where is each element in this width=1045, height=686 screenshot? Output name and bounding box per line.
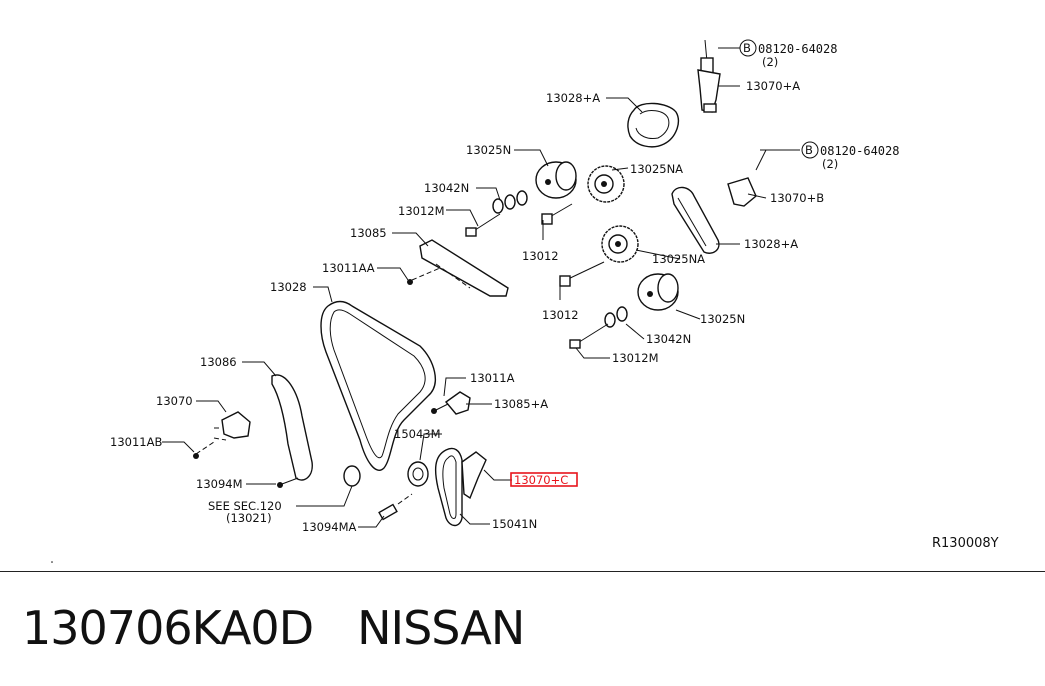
tensioner-13070-part <box>193 411 251 459</box>
callout-13012m-upper: 13012M <box>398 204 445 218</box>
callout-13070a: 13070+A <box>746 79 800 93</box>
callout-13070b: 13070+B <box>770 191 824 205</box>
sprocket-13025n-upper-part <box>535 161 577 199</box>
callout-13070c-highlighted[interactable]: 13070+C <box>514 473 568 487</box>
chain-guide-13086-part <box>271 374 313 481</box>
bolt-ref-qty: (2) <box>762 55 778 69</box>
callout-13025n-upper: 13025N <box>466 143 511 157</box>
diagram-code: R130008Y <box>932 536 999 551</box>
tensioner-13070c-part <box>461 451 487 500</box>
selected-part-highlight <box>510 472 578 487</box>
callout-13042n-upper: 13042N <box>424 181 469 195</box>
callout-13028: 13028 <box>270 280 307 294</box>
callout-13086: 13086 <box>200 355 237 369</box>
callout-see-sec-120: SEE SEC.120 <box>208 499 282 513</box>
callout-13012-lower: 13012 <box>542 308 579 322</box>
bolt-ref-qty: (2) <box>822 157 838 171</box>
callout-13085a: 13085+A <box>494 397 548 411</box>
callout-15043m: 15043M <box>394 427 441 441</box>
callout-13094ma: 13094MA <box>302 520 357 534</box>
callout-13025na-lower: 13025NA <box>652 252 705 266</box>
brand-name: NISSAN <box>357 601 525 655</box>
bolt-ref-part-number: 08120-64028 <box>820 144 899 158</box>
callout-13085: 13085 <box>350 226 387 240</box>
part-number: 130706KA0D <box>22 601 314 655</box>
callout-13028a-lower: 13028+A <box>744 237 798 251</box>
footer: 130706KA0D NISSAN <box>22 598 525 658</box>
callout-13012-upper: 13012 <box>522 249 559 263</box>
bolt-ref-marker: B <box>743 41 751 55</box>
callout-13025na-upper: 13025NA <box>630 162 683 176</box>
oil-pump-chain-15041n-part <box>434 447 463 527</box>
callout-13021: (13021) <box>226 511 272 525</box>
sprocket-15043m-part <box>407 461 429 487</box>
tensioner-13070a-part <box>697 69 721 113</box>
bolt-ref-part-number: 08120-64028 <box>758 42 837 56</box>
callout-13011aa: 13011AA <box>322 261 375 275</box>
sprocket-13025n-lower-part <box>637 273 679 311</box>
callout-13025n-lower: 13025N <box>700 312 745 326</box>
guide-13028a-part <box>627 102 680 148</box>
timing-chain-13028-part <box>320 300 437 471</box>
callout-13070: 13070 <box>156 394 193 408</box>
footer-divider <box>0 571 1045 572</box>
callout-15041n: 15041N <box>492 517 537 531</box>
sprocket-13025na-lower-part <box>601 225 639 263</box>
callout-13094m: 13094M <box>196 477 243 491</box>
callout-13028a-upper: 13028+A <box>546 91 600 105</box>
bolt-ref-lower: B 08120-64028 (2) <box>801 141 899 171</box>
chain-guide-13085-part <box>419 239 509 297</box>
callout-13042n-lower: 13042N <box>646 332 691 346</box>
callout-13011ab: 13011AB <box>110 435 162 449</box>
bolt-ref-upper: B 08120-64028 (2) <box>739 39 837 69</box>
callout-13012m-lower: 13012M <box>612 351 659 365</box>
bolt-ref-marker: B <box>805 143 813 157</box>
timing-chain-diagram: 13028+A 13070+A 13025N 13025NA 13042N 13… <box>51 39 999 563</box>
chain-13028b-part <box>671 186 720 254</box>
sprocket-13025na-upper-part <box>587 165 625 203</box>
callout-13011a: 13011A <box>470 371 515 385</box>
guide-13085a-part <box>444 391 471 415</box>
tensioner-13070b-part <box>727 177 757 207</box>
seal-ring-part <box>343 465 361 487</box>
